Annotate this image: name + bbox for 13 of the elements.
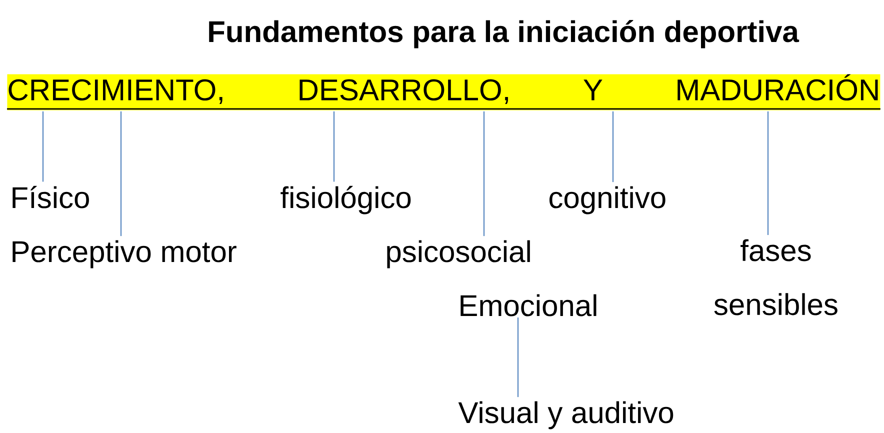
connector-line [612,110,614,183]
title: Fundamentos para la iniciación deportiva [209,20,800,48]
node-label: fisiológico [280,186,411,214]
node-label: Visual y auditivo [458,401,674,430]
title-banner: CRECIMIENTO, DESARROLLO, Y MADURACIÓN [7,74,880,110]
connector-line [120,110,122,237]
node-label: Físico [12,186,89,208]
connector-line [42,110,44,182]
node-label: Emocional [460,294,596,316]
node-label: Perceptivo motor [12,240,236,268]
node-label: psicosocial [387,240,530,268]
node-label: fases sensibles [714,239,838,316]
node-label: cognitivo [549,186,666,214]
